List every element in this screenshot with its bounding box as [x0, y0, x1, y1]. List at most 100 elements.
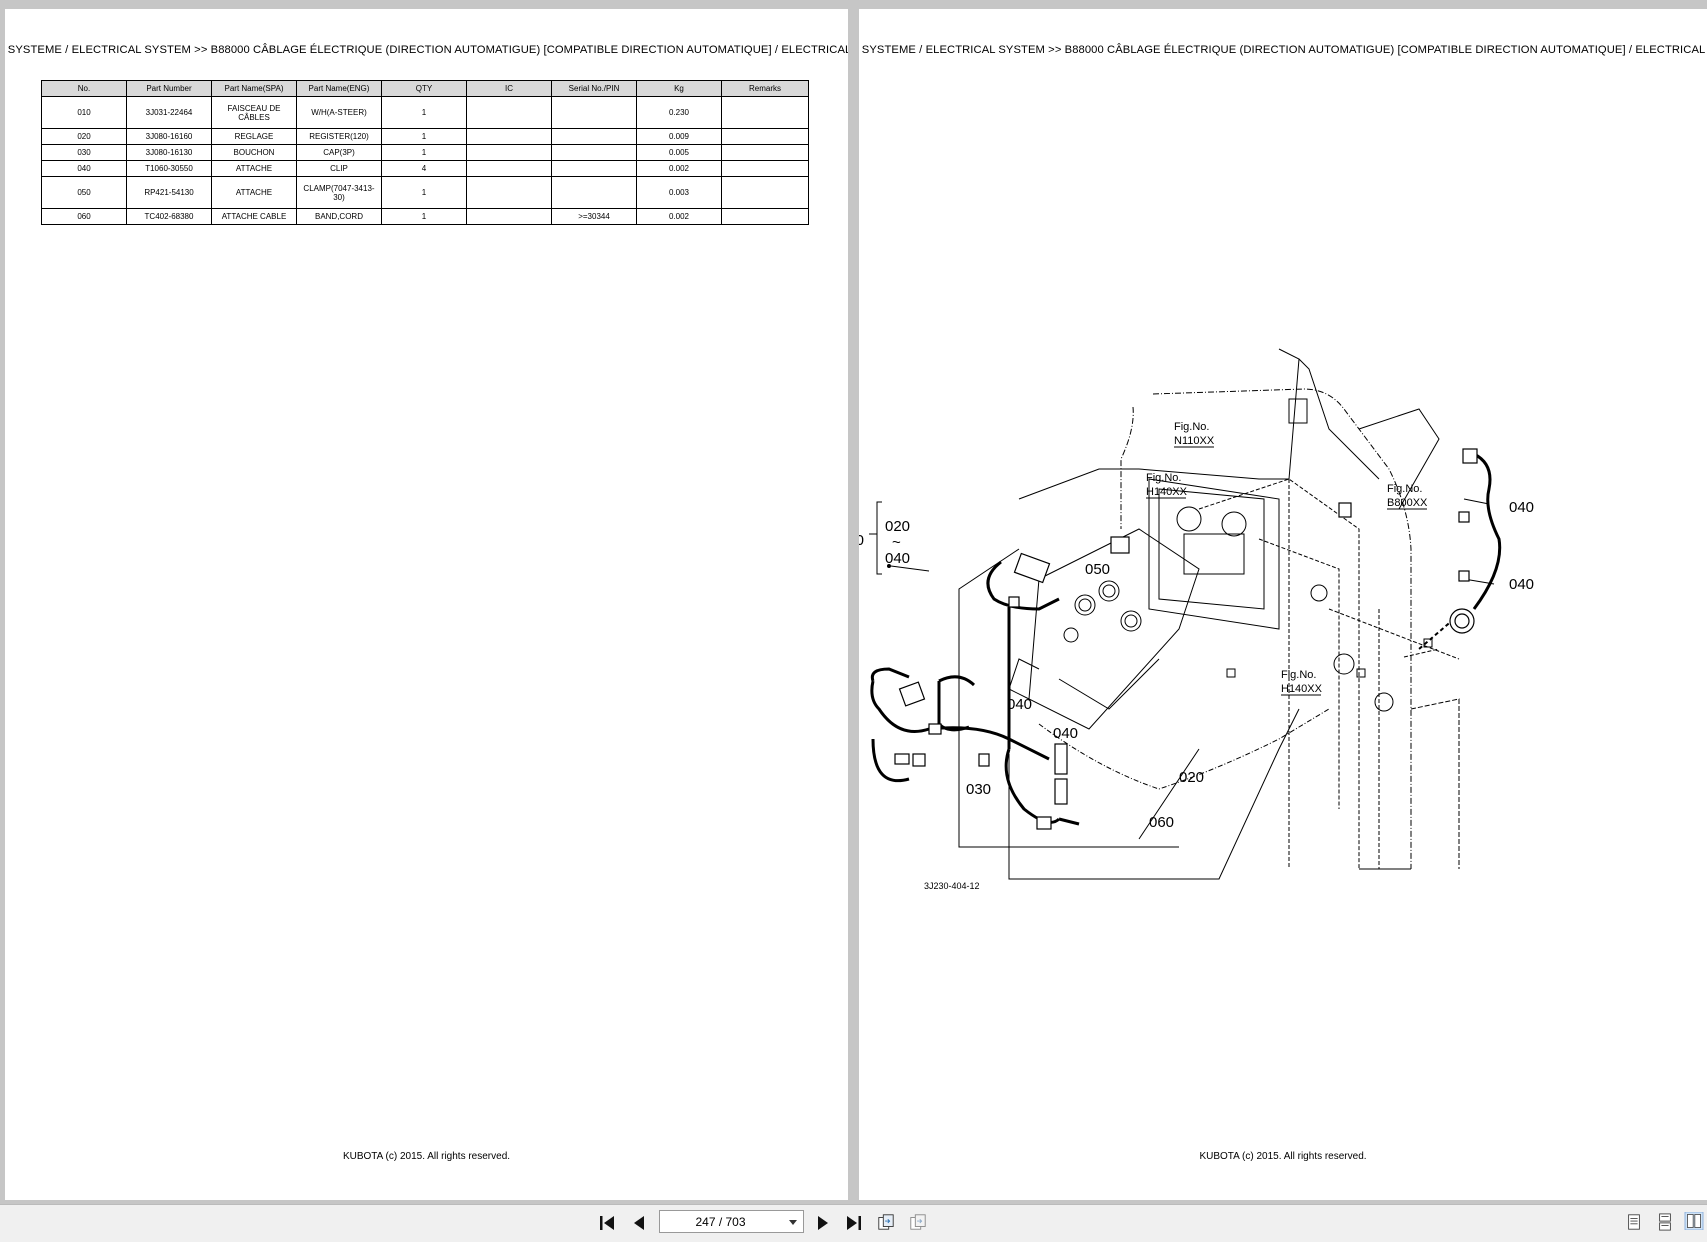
continuous-page-icon[interactable] [1655, 1213, 1675, 1231]
prev-page-icon[interactable] [630, 1214, 650, 1232]
cell: 030 [41, 144, 127, 161]
right-page: E SYSTEME / ELECTRICAL SYSTEM >> B88000 … [859, 9, 1707, 1200]
cell: ATTACHE [211, 160, 297, 177]
cell [551, 144, 637, 161]
two-page-icon[interactable] [1684, 1212, 1704, 1230]
callout-010: 010 [859, 532, 864, 549]
fig-ref-title: Fig.No. [1387, 483, 1422, 495]
cell: 010 [41, 96, 127, 129]
callout-bracket [869, 501, 930, 575]
callout-040: 040 [1007, 696, 1032, 713]
cell: 060 [41, 208, 127, 225]
callout-040: 040 [1053, 725, 1078, 742]
cell [721, 160, 809, 177]
page-indicator: 247 / 703 [695, 1215, 746, 1229]
fig-ref-number: H140XX [1146, 486, 1188, 498]
cell: 0.002 [636, 208, 722, 225]
cell: 020 [41, 128, 127, 145]
cell: ATTACHE [211, 176, 297, 209]
col-header: Remarks [721, 80, 809, 97]
page-footer: KUBOTA (c) 2015. All rights reserved. [1199, 1151, 1367, 1162]
cell [466, 144, 552, 161]
callout-040: 040 [1509, 499, 1534, 516]
col-header: Serial No./PIN [551, 80, 637, 97]
fig-ref-title: Fig.No. [1281, 669, 1316, 681]
last-page-icon[interactable] [843, 1214, 863, 1232]
cell: 050 [41, 176, 127, 209]
col-header: QTY [381, 80, 467, 97]
cell: 1 [381, 176, 467, 209]
callout-030: 030 [966, 781, 991, 798]
wiring-diagram: 010 020 ~ 040 050 040 040 040 040 020 03… [859, 348, 1534, 891]
table-row: 010 3J031-22464 FAISCEAU DE CÂBLES W/H(A… [41, 96, 809, 129]
page-footer: KUBOTA (c) 2015. All rights reserved. [342, 1151, 511, 1162]
cell: 3J080-16160 [126, 128, 212, 145]
cell: 0.009 [636, 128, 722, 145]
cell [721, 176, 809, 209]
cell [466, 128, 552, 145]
cell: 0.230 [636, 96, 722, 129]
col-header: Part Name(ENG) [296, 80, 382, 97]
cell: CAP(3P) [296, 144, 382, 161]
cell: 0.003 [636, 176, 722, 209]
callout-tilde: ~ [892, 534, 901, 551]
page-header: E SYSTEME / ELECTRICAL SYSTEM >> B88000 … [7, 44, 848, 56]
page-header: E SYSTEME / ELECTRICAL SYSTEM >> B88000 … [861, 44, 1707, 56]
paste-page-icon[interactable] [908, 1213, 928, 1231]
fig-ref-number: N110XX [1174, 435, 1215, 447]
table-row: 030 3J080-16130 BOUCHON CAP(3P) 1 0.005 [41, 144, 809, 161]
cell: 1 [381, 128, 467, 145]
table-row: 020 3J080-16160 REGLAGE REGISTER(120) 1 … [41, 128, 809, 145]
cell: W/H(A-STEER) [296, 96, 382, 129]
cell [721, 208, 809, 225]
cell: BOUCHON [211, 144, 297, 161]
fig-ref-title: Fig.No. [1146, 472, 1181, 484]
table-row: 040 T1060-30550 ATTACHE CLIP 4 0.002 [41, 160, 809, 177]
first-page-icon[interactable] [598, 1214, 618, 1232]
cell: REGISTER(120) [296, 128, 382, 145]
page-number-input[interactable]: 247 / 703 [659, 1210, 804, 1233]
cell: 040 [41, 160, 127, 177]
table-header-row: No. Part Number Part Name(SPA) Part Name… [41, 80, 809, 97]
cell: 0.002 [636, 160, 722, 177]
cell: >=30344 [551, 208, 637, 225]
cell [721, 144, 809, 161]
next-page-icon[interactable] [812, 1214, 832, 1232]
col-header: Part Name(SPA) [211, 80, 297, 97]
cell: 0.005 [636, 144, 722, 161]
col-header: IC [466, 80, 552, 97]
cell: CLIP [296, 160, 382, 177]
fig-ref-title: Fig.No. [1174, 421, 1209, 433]
cell [466, 176, 552, 209]
copy-page-icon[interactable] [876, 1213, 896, 1231]
cell [721, 128, 809, 145]
cell [551, 160, 637, 177]
cell [551, 96, 637, 129]
table-row: 060 TC402-68380 ATTACHE CABLE BAND,CORD … [41, 208, 809, 225]
cell: 4 [381, 160, 467, 177]
cell: T1060-30550 [126, 160, 212, 177]
callout-020: 020 [1179, 769, 1204, 786]
document-id: 3J230-404-12 [924, 881, 980, 891]
cell [551, 128, 637, 145]
single-page-icon[interactable] [1624, 1213, 1644, 1231]
cell: RP421-54130 [126, 176, 212, 209]
cell: FAISCEAU DE CÂBLES [211, 96, 297, 129]
fig-ref-number: B800XX [1387, 497, 1428, 509]
callout-060: 060 [1149, 814, 1174, 831]
cell: 3J080-16130 [126, 144, 212, 161]
left-page: E SYSTEME / ELECTRICAL SYSTEM >> B88000 … [5, 9, 848, 1200]
callout-050: 050 [1085, 561, 1110, 578]
parts-table: No. Part Number Part Name(SPA) Part Name… [41, 80, 809, 225]
cell: 1 [381, 96, 467, 129]
cell [466, 160, 552, 177]
cell: TC402-68380 [126, 208, 212, 225]
cell: 1 [381, 144, 467, 161]
callout-040: 040 [1509, 576, 1534, 593]
cell: REGLAGE [211, 128, 297, 145]
chevron-down-icon[interactable] [789, 1220, 797, 1225]
col-header: Kg [636, 80, 722, 97]
cell [721, 96, 809, 129]
callout-020: 020 [885, 518, 910, 535]
cell: BAND,CORD [296, 208, 382, 225]
